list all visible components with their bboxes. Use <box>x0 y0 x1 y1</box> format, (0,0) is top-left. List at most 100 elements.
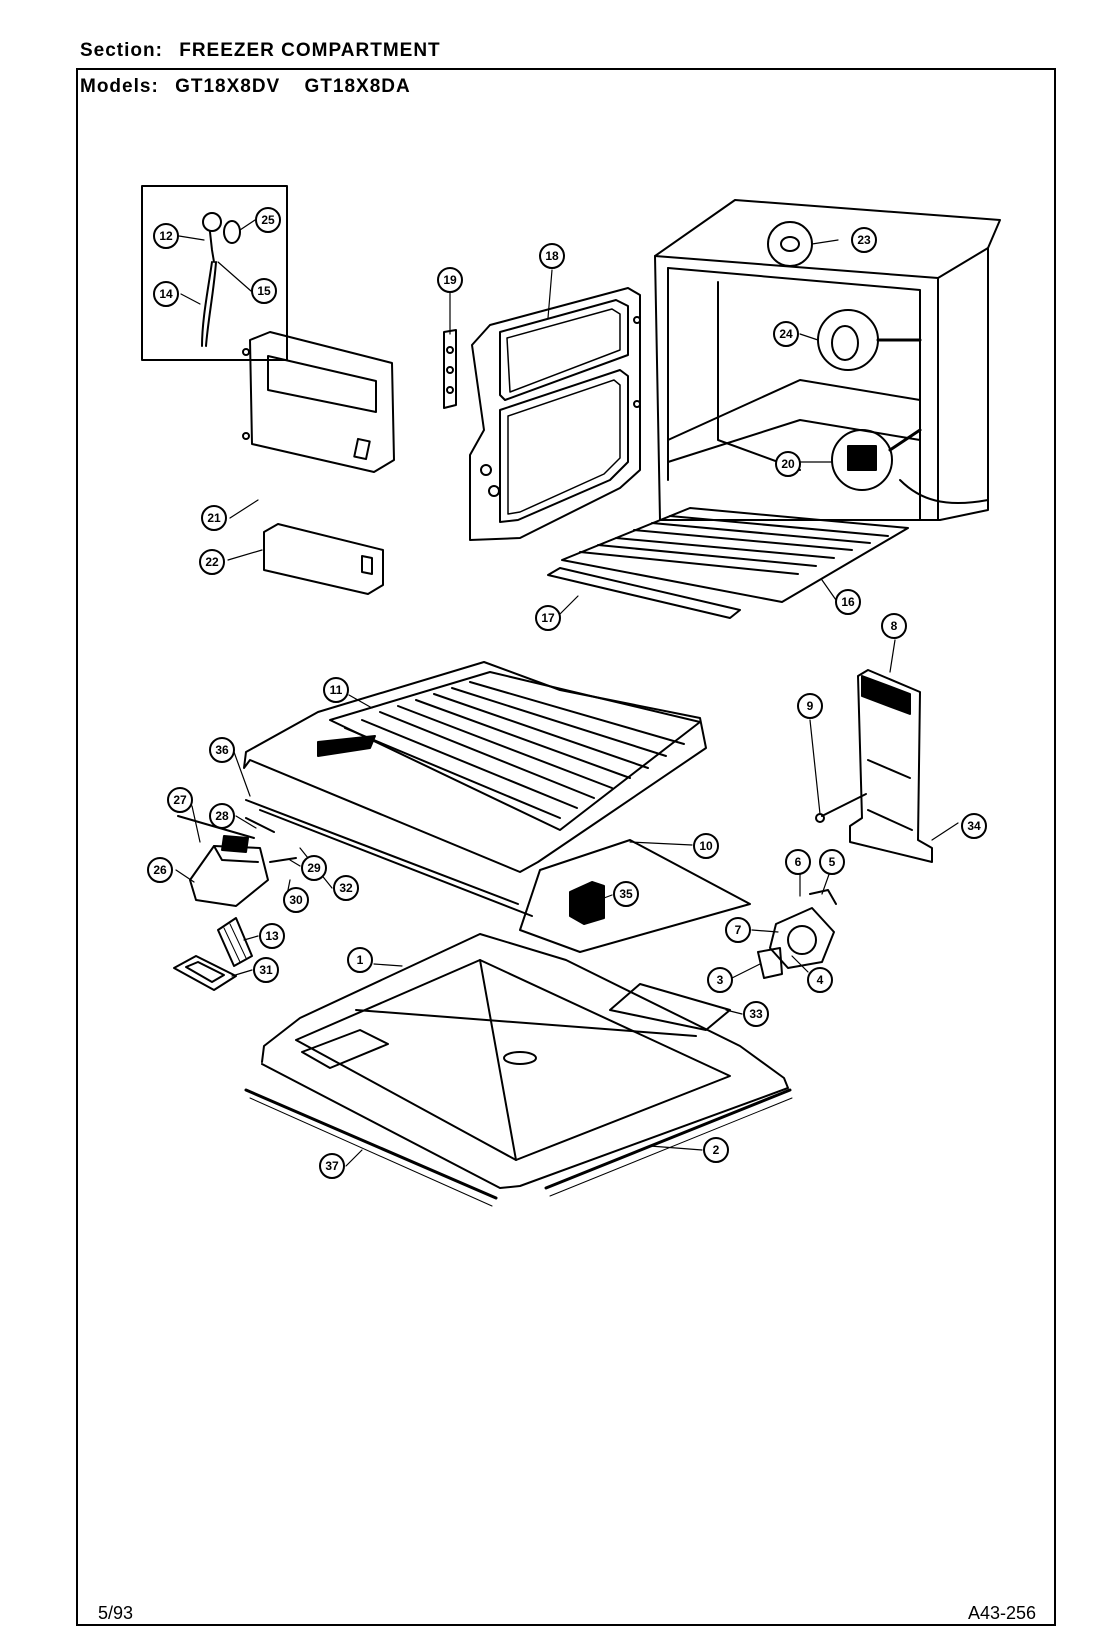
callout-circle <box>535 605 561 631</box>
callout-4: 4 <box>807 967 833 993</box>
callout-number: 18 <box>545 249 559 263</box>
callout-21: 21 <box>201 505 227 531</box>
callout-35: 35 <box>613 881 639 907</box>
callout-number: 8 <box>891 619 898 633</box>
part-cover-plate <box>519 839 751 953</box>
callout-28: 28 <box>209 803 235 829</box>
callout-circle <box>153 223 179 249</box>
callout-29: 29 <box>301 855 327 881</box>
callout-number: 9 <box>807 699 814 713</box>
callout-circle <box>253 957 279 983</box>
callout-circle <box>209 737 235 763</box>
callout-26: 26 <box>147 857 173 883</box>
callout-number: 20 <box>781 457 795 471</box>
callout-27: 27 <box>167 787 193 813</box>
part-wire-shelf <box>561 507 909 603</box>
callout-number: 30 <box>289 893 303 907</box>
callout-circle <box>881 613 907 639</box>
callout-8: 8 <box>881 613 907 639</box>
callout-circle <box>283 887 309 913</box>
callout-15: 15 <box>251 278 277 304</box>
callout-number: 2 <box>713 1143 720 1157</box>
callout-circle <box>167 787 193 813</box>
callout-number: 28 <box>215 809 229 823</box>
part-panel-insert <box>263 523 384 595</box>
callout-31: 31 <box>253 957 279 983</box>
callout-circle <box>301 855 327 881</box>
part-base-pan <box>261 933 789 1189</box>
callout-5: 5 <box>819 849 845 875</box>
callout-34: 34 <box>961 813 987 839</box>
models-label: Models: <box>80 76 159 97</box>
callout-number: 17 <box>541 611 555 625</box>
callout-2: 2 <box>703 1137 729 1163</box>
callout-24: 24 <box>773 321 799 347</box>
callout-circle <box>201 505 227 531</box>
part-screw <box>815 793 867 823</box>
part-grille-frame <box>173 955 237 991</box>
callout-number: 25 <box>261 213 275 227</box>
callout-20: 20 <box>775 451 801 477</box>
drawing-code: A43-256 <box>967 1603 1036 1623</box>
part-air-duct <box>849 669 933 863</box>
part-fan-assembly <box>757 889 837 979</box>
callout-14: 14 <box>153 281 179 307</box>
callout-circle <box>797 693 823 719</box>
callout-circle <box>437 267 463 293</box>
leader-lines <box>175 219 959 1167</box>
callout-number: 21 <box>207 511 221 525</box>
part-door-liner <box>469 287 641 541</box>
callout-circle <box>323 677 349 703</box>
callout-circle <box>613 881 639 907</box>
callout-circle <box>835 589 861 615</box>
callout-number: 5 <box>829 855 836 869</box>
part-rail <box>245 799 519 905</box>
callout-number: 26 <box>153 863 167 877</box>
callout-number: 19 <box>443 273 457 287</box>
callout-circle <box>807 967 833 993</box>
callout-number: 34 <box>967 819 981 833</box>
callout-19: 19 <box>437 267 463 293</box>
callout-number: 16 <box>841 595 855 609</box>
callout-25: 25 <box>255 207 281 233</box>
part-foam-block <box>569 881 605 925</box>
drain-tube-detail <box>201 212 241 347</box>
callout-32: 32 <box>333 875 359 901</box>
callout-circle <box>707 967 733 993</box>
callout-number: 11 <box>330 683 343 697</box>
part-front-rail <box>244 1088 498 1200</box>
section-value: FREEZER COMPARTMENT <box>179 40 441 61</box>
model-number: GT18X8DV <box>175 76 281 97</box>
callout-circle <box>743 1001 769 1027</box>
callout-circle <box>773 321 799 347</box>
part-ice-bin <box>189 835 269 907</box>
callout-circle <box>153 281 179 307</box>
callout-number: 1 <box>357 953 364 967</box>
callout-16: 16 <box>835 589 861 615</box>
callout-37: 37 <box>319 1153 345 1179</box>
callout-circle <box>147 857 173 883</box>
callout-circle <box>851 227 877 253</box>
callout-number: 12 <box>159 229 173 243</box>
callout-11: 11 <box>323 677 349 703</box>
callout-circle <box>209 803 235 829</box>
part-thermostat-knob <box>767 221 813 267</box>
callout-circle <box>703 1137 729 1163</box>
callout-17: 17 <box>535 605 561 631</box>
part-grille <box>217 917 253 967</box>
callout-circle <box>725 917 751 943</box>
callout-number: 29 <box>307 861 321 875</box>
callout-number: 22 <box>205 555 219 569</box>
callout-number: 27 <box>173 793 187 807</box>
part-shelf-trim <box>547 567 741 619</box>
callout-30: 30 <box>283 887 309 913</box>
part-light-socket <box>817 309 922 371</box>
callout-number: 35 <box>619 887 633 901</box>
revision-date: 5/93 <box>98 1603 134 1623</box>
section-title: Section: FREEZER COMPARTMENT <box>80 40 441 62</box>
part-plate <box>609 983 731 1031</box>
callout-18: 18 <box>539 243 565 269</box>
callout-33: 33 <box>743 1001 769 1027</box>
callout-number: 23 <box>857 233 871 247</box>
